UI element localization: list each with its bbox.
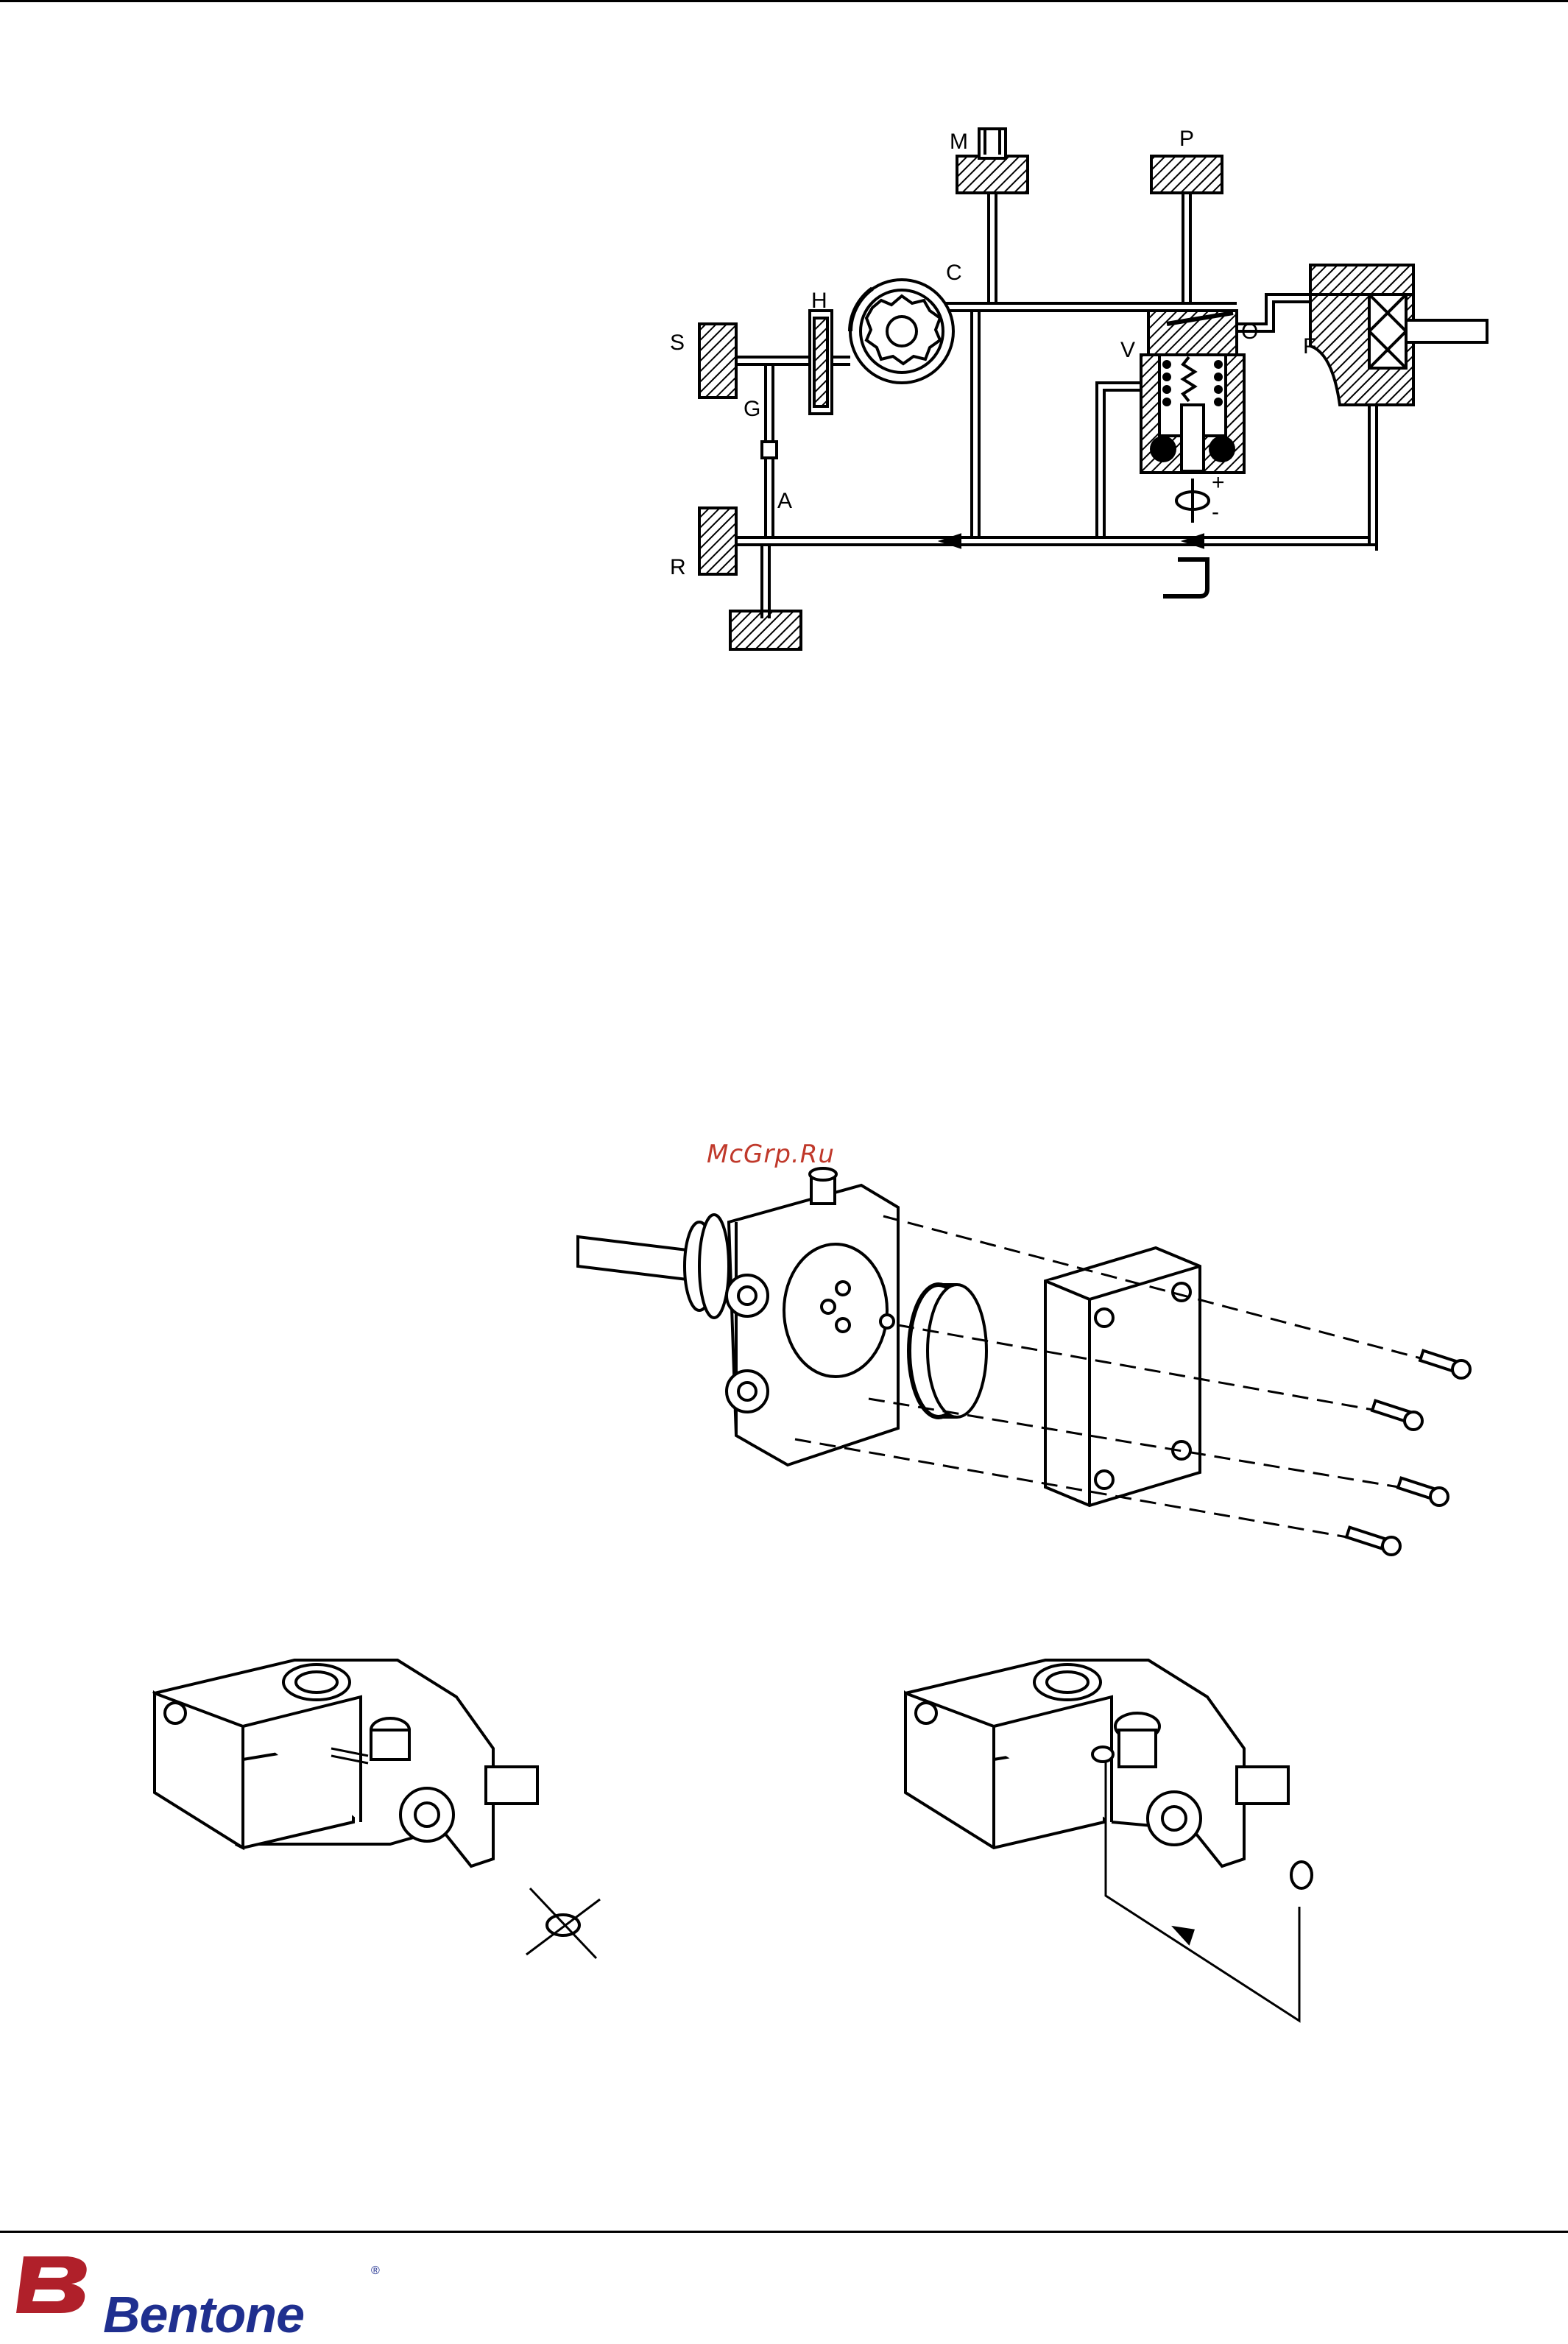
pump-exploded-view — [574, 1156, 1487, 1568]
nozzle-block-right — [898, 1645, 1325, 2028]
header-rule — [0, 0, 1568, 2]
label-minus: - — [1212, 500, 1219, 524]
label-m: M — [950, 130, 968, 154]
label-r: R — [670, 555, 686, 579]
label-v: V — [1120, 338, 1135, 362]
bentone-logo-mark — [16, 2253, 97, 2315]
label-h: H — [811, 289, 827, 313]
label-c: C — [946, 261, 962, 285]
footer-rule — [0, 2231, 1568, 2233]
nozzle-block-left — [147, 1645, 618, 1977]
label-f: F — [1303, 334, 1316, 359]
label-plus: + — [1212, 470, 1225, 495]
brand-name: Bentone — [103, 2285, 304, 2344]
registered-mark: ® — [371, 2264, 380, 2278]
label-p: P — [1179, 127, 1194, 151]
label-a: A — [777, 489, 792, 513]
label-g: G — [744, 397, 760, 421]
pump-hydraulic-schematic: M P C H S G V O F A R + - — [648, 110, 1502, 670]
label-s: S — [670, 331, 685, 355]
label-o: O — [1241, 320, 1258, 344]
